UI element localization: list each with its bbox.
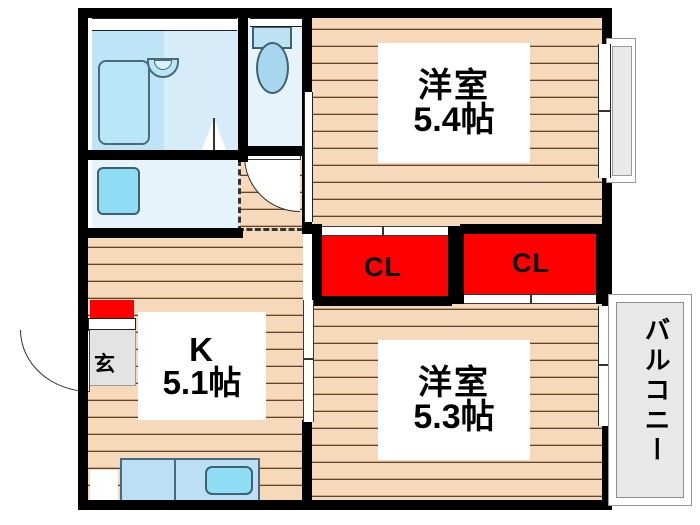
shoe-box: [90, 300, 134, 318]
wall-outer-left: [78, 8, 88, 510]
wall-hall-nub: [238, 150, 248, 162]
bedroom-top-name: 洋室: [418, 67, 490, 105]
toilet-window[interactable]: [250, 18, 302, 27]
bedroom-top-left-window[interactable]: [304, 92, 313, 222]
washroom-partition: [238, 160, 241, 232]
wall-closet-left-bottom: [312, 296, 452, 306]
balcony-label: バルコニー: [641, 316, 671, 466]
bathroom-window[interactable]: [92, 18, 237, 31]
wall-closet-left-top: [312, 226, 322, 304]
closet-right-doors[interactable]: [462, 294, 600, 304]
bedroom-bottom-label: 洋室 5.3帖: [378, 340, 530, 460]
washing-machine-icon: [97, 167, 140, 215]
wall-outer-bottom: [78, 500, 612, 510]
washroom-partition-bottom: [238, 228, 303, 231]
wall-bath-washroom: [88, 150, 246, 160]
bedroom-bottom-size: 5.3帖: [413, 398, 495, 436]
bedroom-bottom-name: 洋室: [418, 364, 490, 402]
wall-toilet-bottom: [246, 146, 304, 156]
kitchen-label: K 5.1帖: [138, 312, 266, 420]
wall-closet-right-end: [596, 226, 606, 304]
toilet-icon: [256, 42, 289, 94]
bathtub-icon: [98, 60, 150, 145]
bath-door-icon[interactable]: [202, 118, 226, 150]
wall-vertical-center-lower: [302, 420, 312, 510]
meter-box: [90, 470, 118, 502]
sink-icon: [205, 466, 253, 495]
shoe-box-front: [88, 318, 136, 330]
swing-door-icon[interactable]: [244, 156, 300, 212]
wall-washroom-bottom: [88, 228, 243, 238]
entrance-label: 玄: [94, 353, 115, 376]
wall-closet-right-top: [460, 224, 602, 234]
closet-left-label: CL: [364, 251, 402, 282]
balcony-area: [616, 302, 684, 498]
wall-closet-between: [448, 226, 464, 304]
closet-right[interactable]: CL: [462, 232, 600, 294]
closet-left[interactable]: CL: [318, 236, 448, 298]
bedroom-bottom-sliding-door[interactable]: [303, 300, 314, 422]
wall-bath-toilet: [238, 8, 248, 160]
closet-left-doors[interactable]: [318, 226, 448, 236]
kitchen-name: K: [189, 331, 215, 368]
closet-right-label: CL: [512, 247, 550, 278]
wall-outer-top: [78, 8, 612, 18]
bedroom-top-size: 5.4帖: [413, 101, 495, 139]
bedroom-top-window-rail: [612, 46, 632, 176]
kitchen-size: 5.1帖: [162, 364, 242, 401]
bedroom-top-window[interactable]: [598, 44, 611, 178]
bedroom-top-label: 洋室 5.4帖: [378, 43, 530, 163]
bedroom-bottom-floor: [312, 302, 602, 510]
kitchen-counter-divider: [174, 458, 176, 502]
